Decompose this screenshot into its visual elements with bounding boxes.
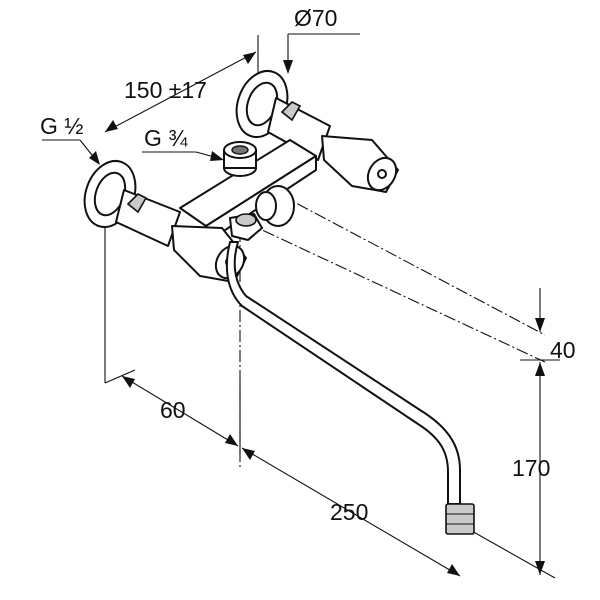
outlet-thread-label: G ¾ (144, 125, 188, 151)
diameter-label: Ø70 (294, 5, 337, 31)
dimension-lines (42, 33, 545, 577)
extension-lines (104, 35, 560, 579)
faucet (83, 70, 475, 535)
wall-distance-label: 150 ±17 (124, 77, 207, 103)
spout-gap-label: 40 (550, 337, 576, 363)
spout-height-label: 170 (512, 455, 550, 481)
inlet-thread-label: G ½ (40, 113, 83, 139)
spout-reach-label: 250 (330, 499, 368, 525)
offset-label: 60 (160, 397, 186, 423)
